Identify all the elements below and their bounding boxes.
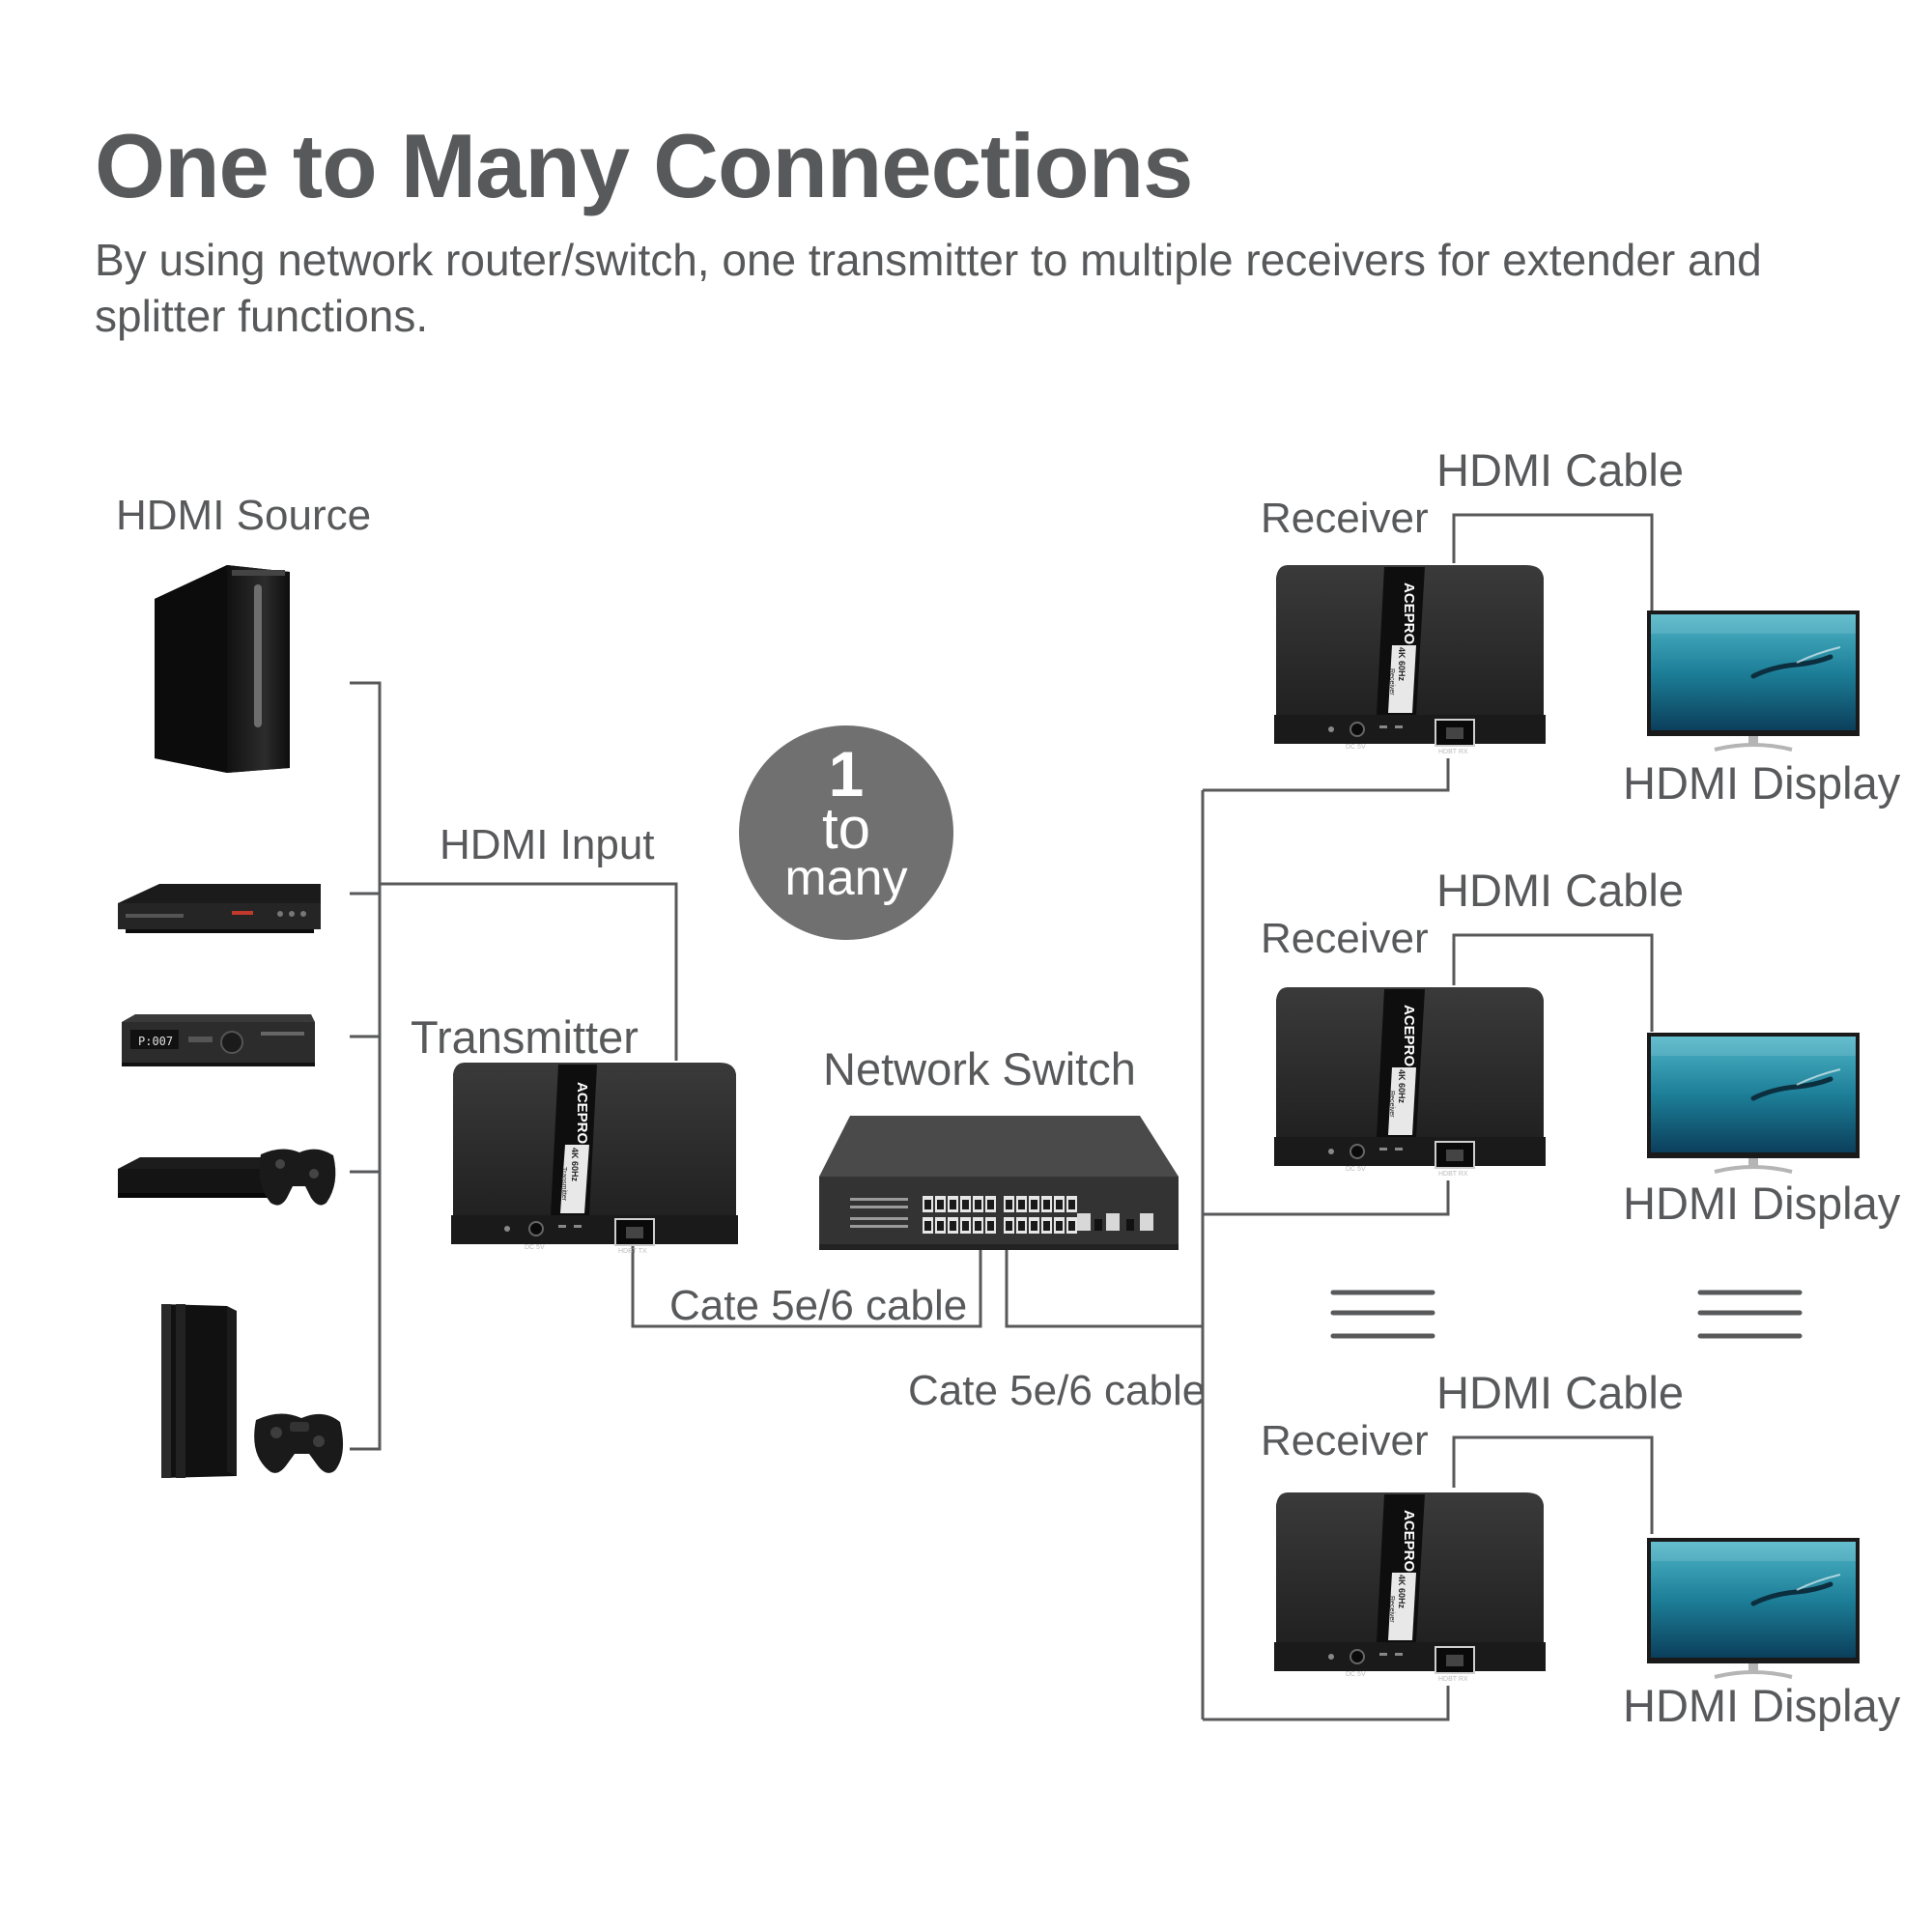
tx-name-text: Transmitter — [560, 1167, 567, 1202]
rx-model-text: 4K 60Hz — [1397, 1575, 1406, 1609]
switch-port-hole — [975, 1200, 981, 1209]
tx-brand-text: ACEPRO — [574, 1082, 590, 1145]
hdmi-display-icon-3 — [1647, 1538, 1860, 1679]
badge-line-3: many — [784, 850, 908, 906]
tx-to-switch-cable-line — [631, 1239, 982, 1328]
network-switch-label: Network Switch — [823, 1043, 1136, 1094]
badge-line-2: to — [821, 796, 871, 861]
rx-brand-text: ACEPRO — [1401, 1510, 1417, 1573]
hdmi-cable-line-2 — [1452, 933, 1654, 1032]
transmitter-label: Transmitter — [411, 1011, 639, 1063]
connector-lines — [350, 513, 1654, 1721]
switch-port-hole — [987, 1200, 994, 1209]
page-subtitle: By using network router/switch, one tran… — [95, 235, 1762, 341]
switch-leds — [850, 1198, 908, 1228]
rx-port-text: HDBT RX — [1438, 1171, 1468, 1178]
source-bracket-line — [350, 681, 678, 1451]
rx-brand-text: ACEPRO — [1401, 582, 1417, 645]
switch-ports — [923, 1196, 1077, 1234]
hdmi-display-icon-2 — [1647, 1033, 1860, 1174]
game-console-icon — [118, 1157, 270, 1198]
switch-port-hole — [950, 1221, 956, 1231]
switch-port-hole — [1056, 1200, 1063, 1209]
hdmi-cable-line-3 — [1452, 1435, 1654, 1534]
hdmi-display-label-1: HDMI Display — [1623, 757, 1901, 809]
switch-port-hole — [1056, 1221, 1063, 1231]
hdmi-source-label: HDMI Source — [116, 492, 372, 539]
switch-port-hole — [975, 1221, 981, 1231]
displays-group — [1647, 611, 1860, 1679]
rx-model-text: 4K 60Hz — [1397, 1069, 1406, 1104]
rx-dc-text: DC 5V — [1346, 1671, 1366, 1678]
switch-port-hole — [1018, 1200, 1025, 1209]
rx-dc-text: DC 5V — [1346, 744, 1366, 751]
switch-port-hole — [962, 1221, 969, 1231]
switch-port-hole — [1043, 1200, 1050, 1209]
transmitter-device-icon: ACEPRO 4K 60Hz Transmitter DC 5V HDBT TX — [451, 1063, 738, 1255]
continuation-marks — [1330, 1290, 1803, 1339]
switch-port-hole — [924, 1221, 931, 1231]
rx-port-text: HDBT RX — [1438, 1676, 1468, 1683]
gamepad-2-icon — [254, 1413, 344, 1473]
switch-to-receivers-cable-line — [1005, 758, 1450, 1721]
switch-port-hole — [1006, 1200, 1012, 1209]
badge-line-1: 1 — [828, 738, 865, 810]
switch-port-hole — [987, 1221, 994, 1231]
hdmi-display-icon-1 — [1647, 611, 1860, 752]
pc-tower-icon — [155, 565, 290, 773]
cable-rx-label: Cate 5e/6 cable — [908, 1367, 1207, 1414]
gamepad-icon — [259, 1149, 336, 1206]
switch-port-hole — [924, 1200, 931, 1209]
rx-name-text: Receiver — [1388, 1091, 1395, 1118]
hdmi-cable-label-1: HDMI Cable — [1436, 444, 1684, 496]
switch-port-hole — [1068, 1221, 1075, 1231]
dvr-box-icon: P:007 — [122, 1014, 315, 1066]
cable-tx-label: Cate 5e/6 cable — [669, 1282, 968, 1329]
switch-port-hole — [1068, 1200, 1075, 1209]
switch-port-hole — [962, 1200, 969, 1209]
page-title: One to Many Connections — [95, 115, 1193, 216]
switch-port-hole — [1031, 1221, 1037, 1231]
switch-port-hole — [950, 1200, 956, 1209]
hdmi-display-label-2: HDMI Display — [1623, 1178, 1901, 1229]
receiver-label-1: Receiver — [1261, 495, 1429, 542]
tx-dc-text: DC 5V — [525, 1244, 545, 1251]
game-console-2-icon — [161, 1304, 237, 1478]
hdmi-display-label-3: HDMI Display — [1623, 1680, 1901, 1731]
hdmi-cable-label-3: HDMI Cable — [1436, 1367, 1684, 1418]
rx-name-text: Receiver — [1388, 668, 1395, 696]
receiver-label-2: Receiver — [1261, 915, 1429, 962]
rx-dc-text: DC 5V — [1346, 1166, 1366, 1173]
switch-port-hole — [1006, 1221, 1012, 1231]
rx-port-text: HDBT RX — [1438, 749, 1468, 755]
hdmi-input-label: HDMI Input — [440, 821, 655, 868]
receiver-label-3: Receiver — [1261, 1417, 1429, 1464]
network-switch-icon — [819, 1116, 1179, 1250]
hdmi-cable-line-1 — [1452, 513, 1654, 611]
switch-port-hole — [1043, 1221, 1050, 1231]
rx-name-text: Receiver — [1388, 1596, 1395, 1623]
tx-port-text: HDBT TX — [618, 1248, 647, 1255]
rx-model-text: 4K 60Hz — [1397, 647, 1406, 682]
tx-model-text: 4K 60Hz — [570, 1148, 580, 1182]
dvr-display-text: P:007 — [138, 1035, 173, 1048]
switch-port-hole — [1031, 1200, 1037, 1209]
rx-brand-text: ACEPRO — [1401, 1005, 1417, 1067]
hdmi-cable-label-2: HDMI Cable — [1436, 865, 1684, 916]
switch-port-hole — [937, 1221, 944, 1231]
switch-port-hole — [937, 1200, 944, 1209]
switch-port-hole — [1018, 1221, 1025, 1231]
one-to-many-badge — [739, 725, 953, 940]
dvd-player-icon — [118, 884, 321, 933]
